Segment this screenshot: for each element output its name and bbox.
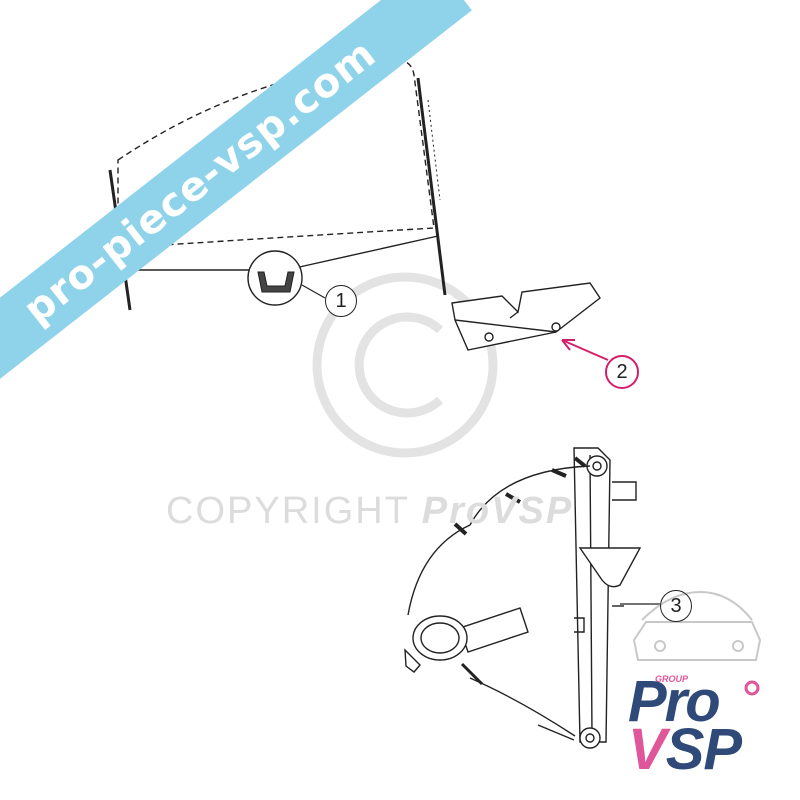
logo-v-letter: V	[628, 717, 667, 782]
logo-pro-text: Pro	[628, 669, 721, 734]
logo-car-icon	[632, 590, 762, 661]
window-regulator	[404, 447, 642, 749]
copyright-watermark: COPYRIGHT ProVSP	[166, 490, 573, 533]
callout-2: 2	[605, 355, 639, 389]
callout-1: 1	[325, 285, 357, 317]
callout-2-arrow	[561, 339, 609, 361]
glass-clip	[247, 250, 326, 306]
callout-2-number: 2	[616, 360, 628, 383]
logo-group-text: GROUP	[655, 674, 689, 684]
copyright-brand: ProVSP	[421, 490, 574, 532]
copyright-circle-watermark	[312, 272, 498, 458]
callout-3-number: 3	[670, 594, 682, 617]
callout-3: 3	[660, 590, 692, 622]
logo-vsp-text: VSP	[628, 716, 742, 783]
window-glass	[108, 59, 447, 311]
logo-sp-letters: SP	[665, 717, 742, 782]
logo-gear-icon	[744, 680, 760, 696]
copyright-prefix: COPYRIGHT	[166, 490, 410, 532]
callout-1-number: 1	[335, 289, 347, 312]
bracket-part	[451, 282, 601, 351]
